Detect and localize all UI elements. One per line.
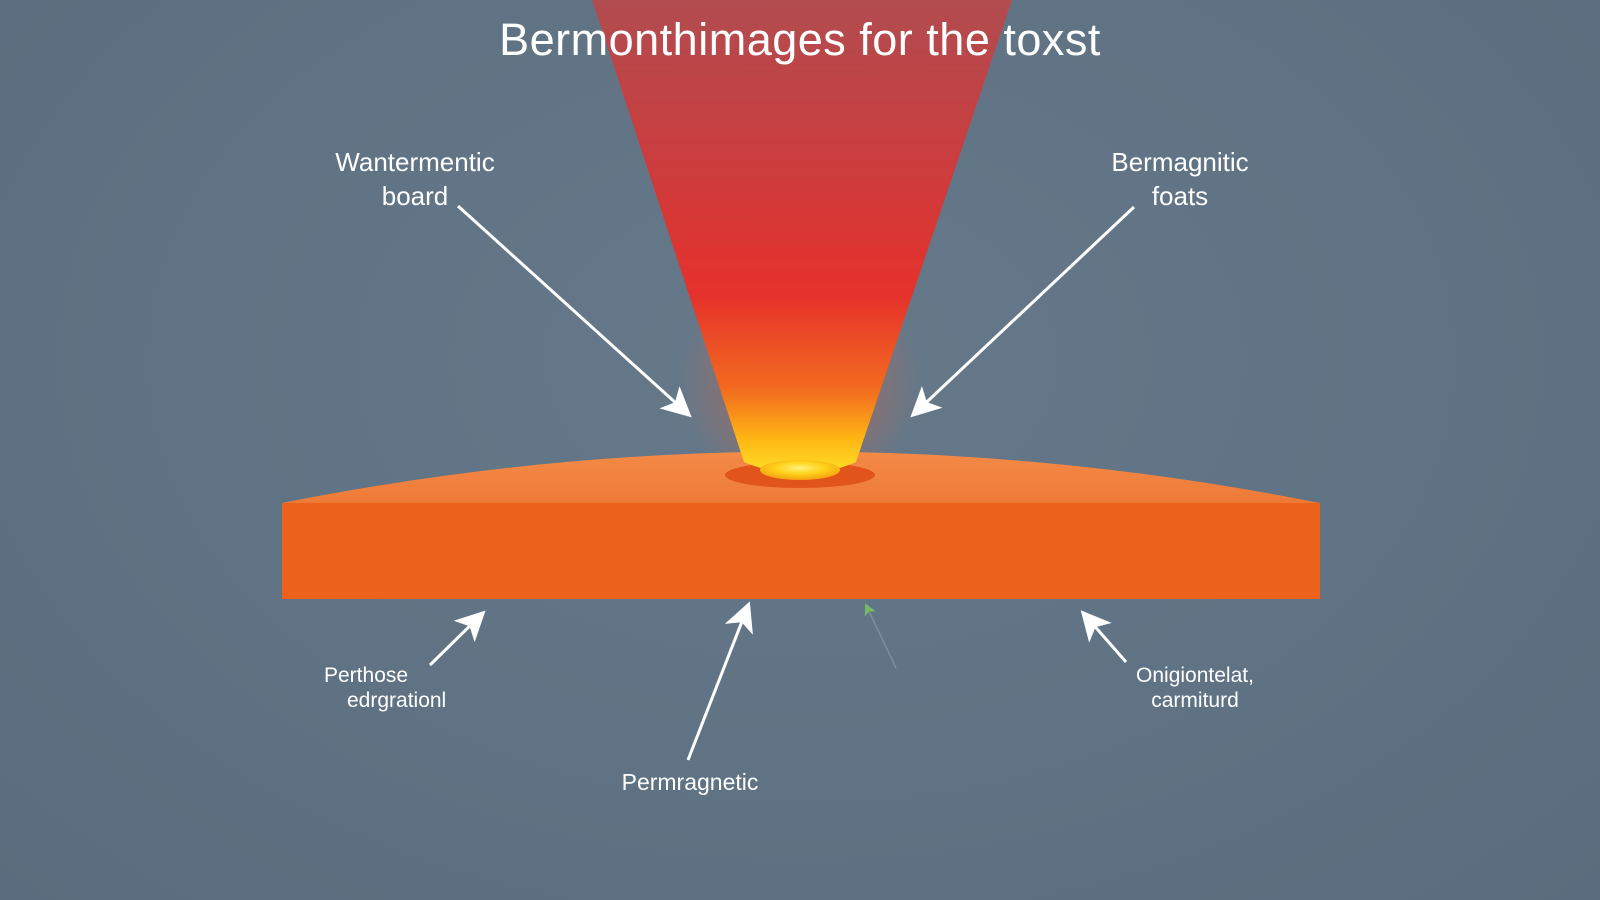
label-top-right-line1: Bermagnitic bbox=[1111, 147, 1249, 177]
label-bottom-center-line1: Permragnetic bbox=[621, 769, 759, 795]
arrow-bottom-left bbox=[428, 610, 486, 667]
label-bottom-left: Perthose edrgrationl bbox=[300, 664, 470, 714]
label-bottom-right-line2: carmiturd bbox=[1151, 688, 1239, 712]
label-bottom-left-line1: Perthose bbox=[324, 664, 409, 687]
label-top-right: Bermagnitic foats bbox=[1070, 146, 1290, 214]
slab-front-face bbox=[282, 503, 1320, 599]
arrow-top-left bbox=[456, 204, 692, 418]
arrow-bottom-faint bbox=[864, 603, 897, 669]
label-top-left-line1: Wantermentic bbox=[335, 147, 495, 177]
label-bottom-right-line1: Onigiontelat, bbox=[1136, 664, 1254, 687]
heat-beam bbox=[592, 0, 1012, 474]
label-bottom-right: Onigiontelat, carmiturd bbox=[1100, 664, 1290, 714]
hotspot bbox=[760, 460, 840, 480]
label-top-left-line2: board bbox=[381, 180, 449, 211]
label-bottom-center: Permragnetic bbox=[590, 768, 790, 798]
arrow-top-right bbox=[910, 205, 1136, 418]
arrow-bottom-center bbox=[686, 601, 753, 761]
label-top-left: Wantermentic board bbox=[300, 146, 530, 214]
arrow-bottom-right bbox=[1080, 610, 1128, 663]
label-top-right-line2: foats bbox=[1151, 180, 1209, 211]
diagram-title: Bermonthimages for the toxst bbox=[499, 14, 1101, 65]
label-bottom-left-line2: edrgrationl bbox=[347, 688, 447, 712]
